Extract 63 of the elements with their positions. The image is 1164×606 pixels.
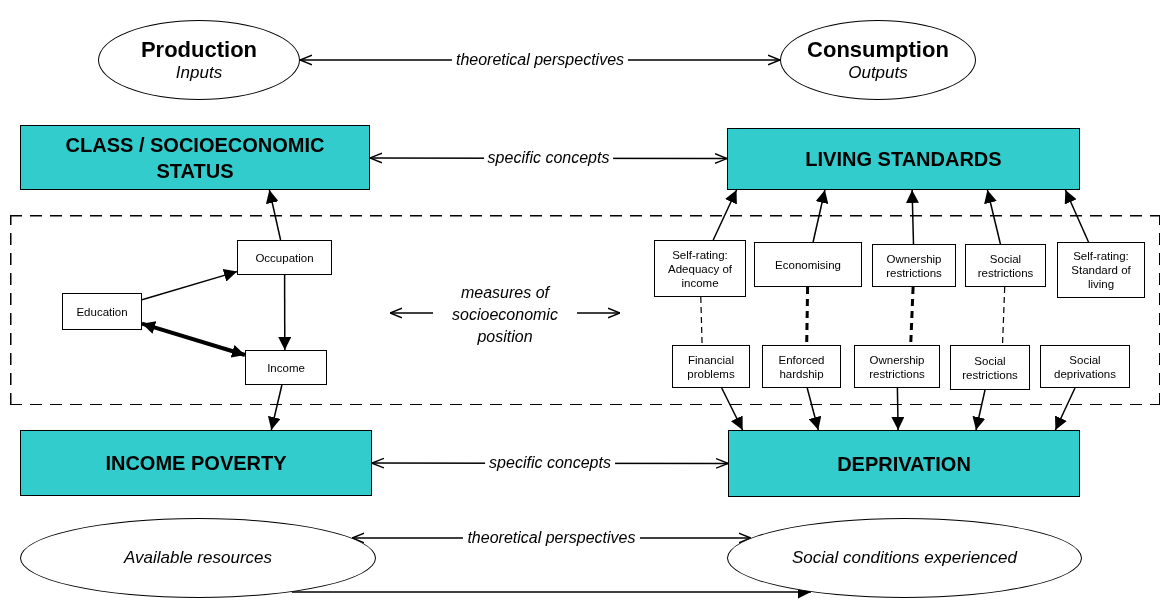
node-label: Social conditions experienced [792,548,1017,568]
node-subtitle: Outputs [848,63,908,83]
measure-box [62,293,142,330]
measure-box [1040,345,1130,388]
concept-box [20,125,370,190]
node-label: Income [266,360,306,375]
node-subtitle: Inputs [175,63,223,83]
measure-box [854,345,940,388]
node-label: Self-rating: Adequacy of income [667,247,733,290]
arrow [972,389,986,431]
arrow [267,384,283,431]
note-text: measures of socioeconomic position [451,283,559,347]
node-heading: Production [140,37,258,63]
concept-box [727,128,1080,190]
node-heading: Consumption [807,37,949,63]
arrow [812,189,829,243]
arrow [891,387,905,431]
arrow [984,189,1002,245]
edge-label: theoretical perspectives [463,529,640,547]
measure-box [237,240,332,275]
edge-label: specific concepts [483,149,614,168]
measure-box [672,345,750,388]
node-label: Social restrictions [961,353,1019,382]
arrow [1064,189,1090,243]
arrow [265,189,282,241]
measure-box [754,242,862,287]
concept-box [728,430,1080,497]
node-label: Education [75,304,129,319]
connector-line [700,296,703,346]
measure-box [872,244,956,287]
arrow [1054,387,1076,431]
node-label: Self-rating: Standard of living [1070,249,1132,291]
connector-line [1001,286,1006,346]
node-label: Financial problems [686,352,736,381]
node-label: Occupation [254,250,315,265]
arrow [141,321,246,358]
measure-box [654,240,746,297]
measure-box [762,345,841,388]
measure-box [1057,242,1145,298]
dashed-frame [10,215,1160,405]
edge-label: theoretical perspectives [451,51,629,69]
arrow [806,387,822,431]
node-label: Social restrictions [976,251,1035,280]
edge-label: specific concepts [485,454,615,473]
measure-box [965,244,1046,287]
node-label: Economising [774,257,842,272]
node-heading: LIVING STANDARDS [804,147,1003,172]
node-heading: INCOME POVERTY [104,451,288,476]
node-label: Ownership restrictions [885,251,943,280]
arrow [141,269,238,301]
node-heading: DEPRIVATION [836,451,972,477]
arrow [712,189,738,241]
node-label: Available resources [123,548,272,568]
measure-box [245,350,327,385]
arrow [905,189,919,245]
node-label: Enforced hardship [777,352,826,381]
node-heading: CLASS / SOCIOECONOMIC STATUS [64,132,326,184]
node-label: Social deprivations [1053,352,1117,381]
node-label: Ownership restrictions [868,352,926,381]
arrow [720,387,744,431]
concept-box [20,430,372,496]
arrow [278,274,292,351]
measure-box [950,345,1030,390]
